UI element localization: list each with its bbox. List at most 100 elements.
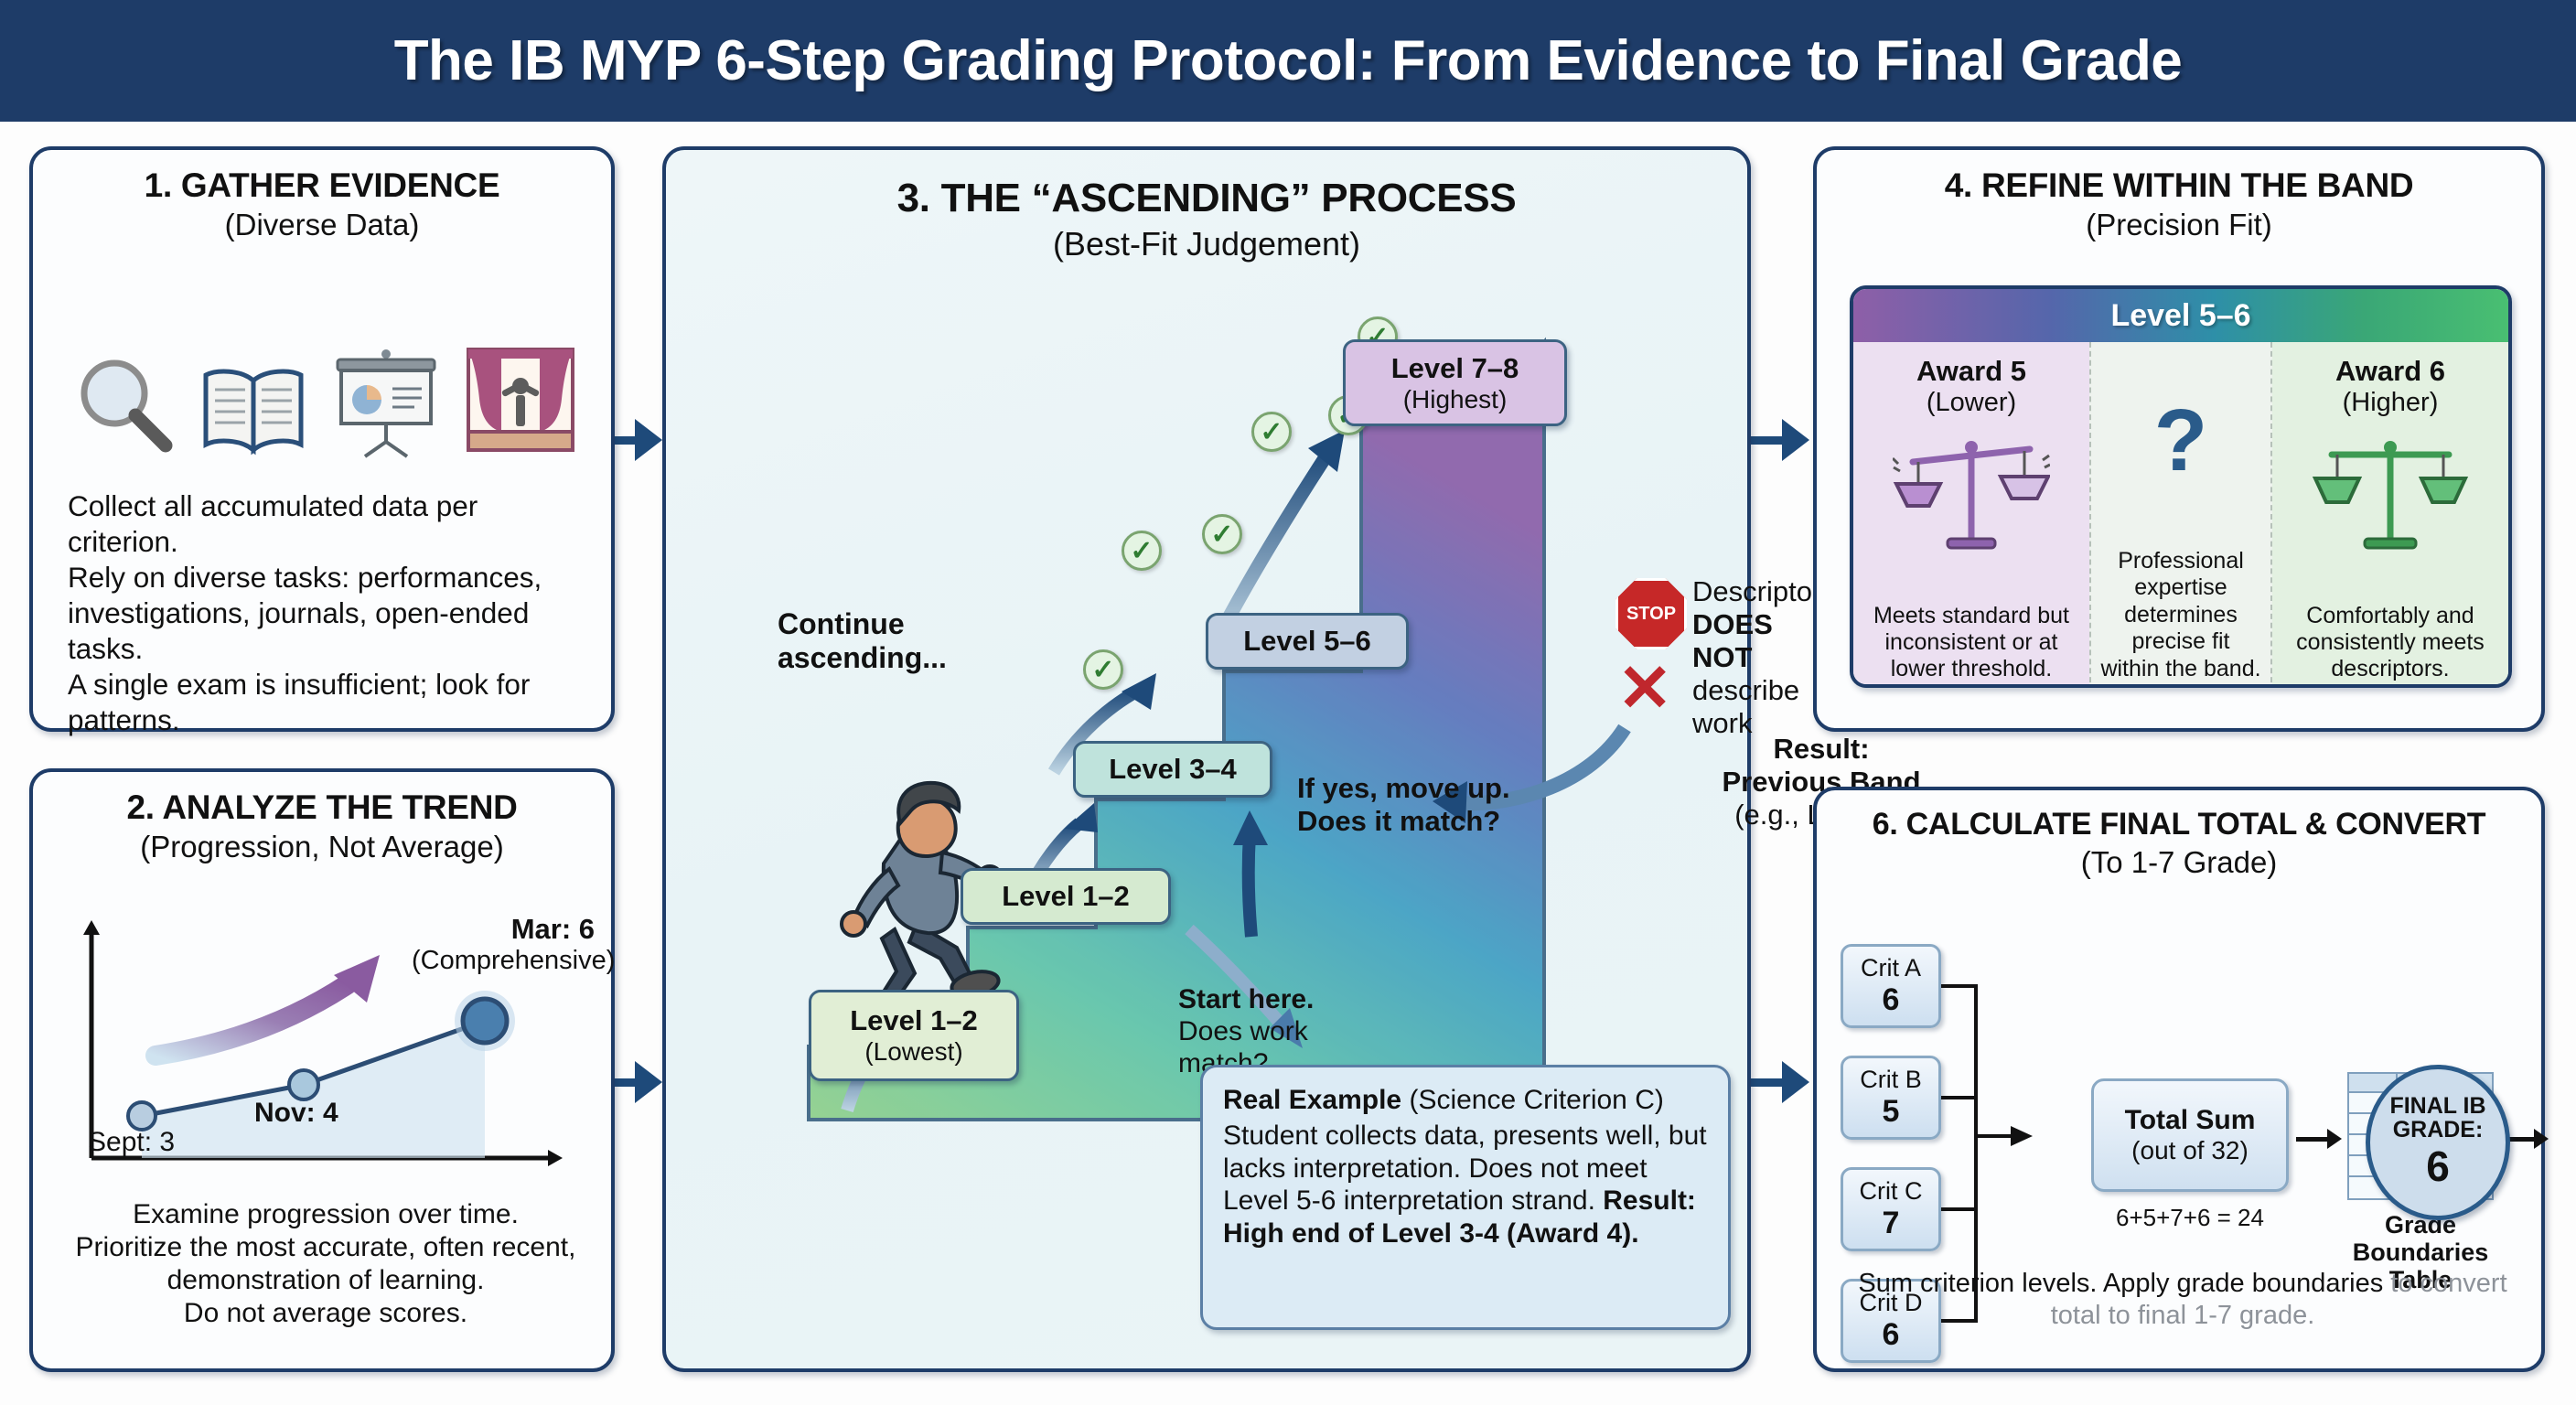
arrow-shaft <box>611 1078 637 1087</box>
check-icon-step4: ✓ <box>1251 412 1292 452</box>
band-body: Award 5 (Lower) <box>1853 342 2508 684</box>
band-column-award6: Award 6 (Higher) <box>2272 342 2508 684</box>
question-mark-icon: ? <box>2153 391 2208 489</box>
total-sum-sub: (out of 32) <box>2131 1136 2249 1164</box>
final-grade-label: FINAL IB GRADE: <box>2389 1092 2486 1142</box>
unbalanced-scales-icon <box>1893 441 2050 550</box>
check-icon-step2: ✓ <box>1122 531 1162 571</box>
criteria-bracket <box>1941 984 2033 1323</box>
award6-desc: Comfortably and consistently meets descr… <box>2296 603 2485 681</box>
total-sum-box[interactable]: Total Sum (out of 32) <box>2091 1078 2289 1192</box>
check-icon-step3: ✓ <box>1202 514 1242 554</box>
balanced-scales-icon <box>2312 441 2469 550</box>
chart-label-nov: Nov: 4 <box>254 1098 338 1128</box>
arrow-table-to-final <box>2503 1129 2549 1149</box>
example-result: Result: High end of Level 3-4 (Award 4). <box>1223 1185 1696 1249</box>
start-here-bold: Start here. <box>1178 984 1315 1014</box>
connector-arrow-panel1-to-panel3 <box>611 419 662 461</box>
real-example-box: Real Example (Science Criterion C) Stude… <box>1200 1065 1731 1330</box>
descriptor-line2: DOES NOT <box>1692 607 1773 673</box>
panel2-title: 2. ANALYZE THE TREND <box>126 788 518 826</box>
panel3-title: 3. THE “ASCENDING” PROCESS <box>896 176 1517 220</box>
step-box-level-3-4[interactable]: Level 3–4 <box>1073 741 1272 798</box>
sum-equation: 6+5+7+6 = 24 <box>2116 1204 2264 1231</box>
step-label: Level 5–6 <box>1243 625 1371 657</box>
panel-calculate-final-total: 6. CALCULATE FINAL TOTAL & CONVERT (To 1… <box>1813 787 2549 1372</box>
page-header: The IB MYP 6-Step Grading Protocol: From… <box>0 0 2576 122</box>
panel-refine-within-band: 4. REFINE WITHIN THE BAND (Precision Fit… <box>1813 146 2545 732</box>
step-label: Level 3–4 <box>1109 753 1237 785</box>
step-box-level-7-8[interactable]: Level 7–8 (Highest) <box>1343 339 1567 426</box>
award6-paren: (Higher) <box>2342 388 2439 417</box>
arrow-head-icon <box>1782 419 1809 461</box>
award6-title: Award 6 <box>2334 355 2446 387</box>
stage-performance-icon <box>466 348 574 452</box>
criterion-value: 6 <box>1882 982 1900 1017</box>
panel2-subtitle: (Progression, Not Average) <box>140 830 504 863</box>
total-sum-title: Total Sum <box>2124 1105 2256 1135</box>
arrow-shaft <box>611 435 637 445</box>
panel1-title: 1. GATHER EVIDENCE <box>144 166 500 204</box>
criterion-box-b[interactable]: Crit B 5 <box>1841 1056 1941 1140</box>
step-label: Level 1–2 <box>1002 880 1130 912</box>
criterion-box-c[interactable]: Crit C 7 <box>1841 1167 1941 1251</box>
arrow-head-icon <box>2327 1129 2342 1149</box>
connector-arrow-panel3-to-panel4 <box>1747 419 1809 461</box>
arrow-total-to-table <box>2296 1129 2342 1149</box>
example-title-bold: Real Example <box>1223 1085 1402 1115</box>
final-grade-badge: FINAL IB GRADE: 6 <box>2366 1065 2510 1220</box>
step-box-level-1-2-lowest[interactable]: Level 1–2 (Lowest) <box>809 990 1019 1081</box>
criterion-value: 7 <box>1882 1206 1900 1240</box>
page-title: The IB MYP 6-Step Grading Protocol: From… <box>393 29 2183 92</box>
criterion-box-a[interactable]: Crit A 6 <box>1841 944 1941 1028</box>
panel4-title: 4. REFINE WITHIN THE BAND <box>1944 166 2414 204</box>
panel1-body: Collect all accumulated data per criteri… <box>68 489 542 737</box>
criterion-label: Crit D <box>1859 1289 1923 1316</box>
presentation-chart-icon <box>336 349 436 458</box>
step-label: Level 1–2 <box>850 1004 978 1036</box>
panel-ascending-process: 3. THE “ASCENDING” PROCESS (Best-Fit Jud… <box>662 146 1921 1372</box>
criterion-box-d[interactable]: Crit D 6 <box>1841 1279 1941 1363</box>
panel6-title: 6. CALCULATE FINAL TOTAL & CONVERT <box>1872 807 2486 842</box>
band-column-award5: Award 5 (Lower) <box>1853 342 2089 684</box>
staircase-diagram: ✓ ✓ ✓ ✓ ✓ ✓ Level 7–8 (Highest) Level 5–… <box>666 150 1921 1376</box>
arrow-head-icon <box>635 1061 662 1103</box>
connector-arrow-panel3-to-panel6 <box>1747 1061 1809 1103</box>
step-box-level-1-2-upper[interactable]: Level 1–2 <box>961 868 1171 925</box>
grade-boundaries-label: Grade Boundaries Table <box>2352 1211 2489 1294</box>
stop-label: STOP <box>1626 603 1677 624</box>
step-box-level-5-6[interactable]: Level 5–6 <box>1206 613 1409 670</box>
band-card: Level 5–6 Award 5 (Lower) <box>1850 285 2512 688</box>
panel6-body: Sum criterion levels. Apply grade bounda… <box>1835 1268 2530 1332</box>
panel6-body-main: Sum criterion levels. Apply grade bounda… <box>1858 1269 2391 1298</box>
band-header: Level 5–6 <box>1853 289 2508 342</box>
arrow-head-icon <box>1782 1061 1809 1103</box>
award5-paren: (Lower) <box>1926 388 2017 417</box>
example-line1: Student collects data, presents well, bu… <box>1223 1121 1707 1217</box>
arrow-head-icon <box>635 419 662 461</box>
descriptor-line3: describe work <box>1692 673 1800 739</box>
note-if-yes-move-up: If yes, move up. Does it match? <box>1297 772 1510 837</box>
step-label: Level 7–8 <box>1390 351 1519 384</box>
result-line1: Result: <box>1773 733 1870 765</box>
stop-sign-icon: STOP <box>1615 578 1687 649</box>
connector-arrow-panel2-to-panel3 <box>611 1061 662 1103</box>
middle-explainer: Professional expertise determines precis… <box>2100 547 2261 681</box>
criterion-label: Crit C <box>1859 1177 1923 1205</box>
step-sublabel: (Highest) <box>1402 384 1508 413</box>
panel-analyze-trend: 2. ANALYZE THE TREND (Progression, Not A… <box>29 768 615 1372</box>
final-grade-value: 6 <box>2426 1142 2450 1191</box>
chart-label-sept: Sept: 3 <box>88 1127 176 1157</box>
chart-annotation-mar-sub: (Comprehensive) <box>412 946 616 975</box>
note-descriptor-mismatch: Descriptor DOES NOT describe work <box>1692 575 1821 740</box>
award5-title: Award 5 <box>1916 355 2027 387</box>
panel6-body-grey: to convert total to final 1-7 grade. <box>2050 1269 2507 1330</box>
panel4-subtitle: (Precision Fit) <box>2086 208 2272 241</box>
descriptor-line1: Descriptor <box>1692 575 1822 607</box>
panel1-subtitle: (Diverse Data) <box>224 208 420 241</box>
arrow-shaft <box>2503 1136 2534 1142</box>
open-book-icon <box>203 369 304 456</box>
arrow-shaft <box>1747 1078 1784 1087</box>
step-sublabel: (Lowest) <box>864 1037 963 1066</box>
note-continue-ascending: Continue ascending... <box>778 607 947 675</box>
